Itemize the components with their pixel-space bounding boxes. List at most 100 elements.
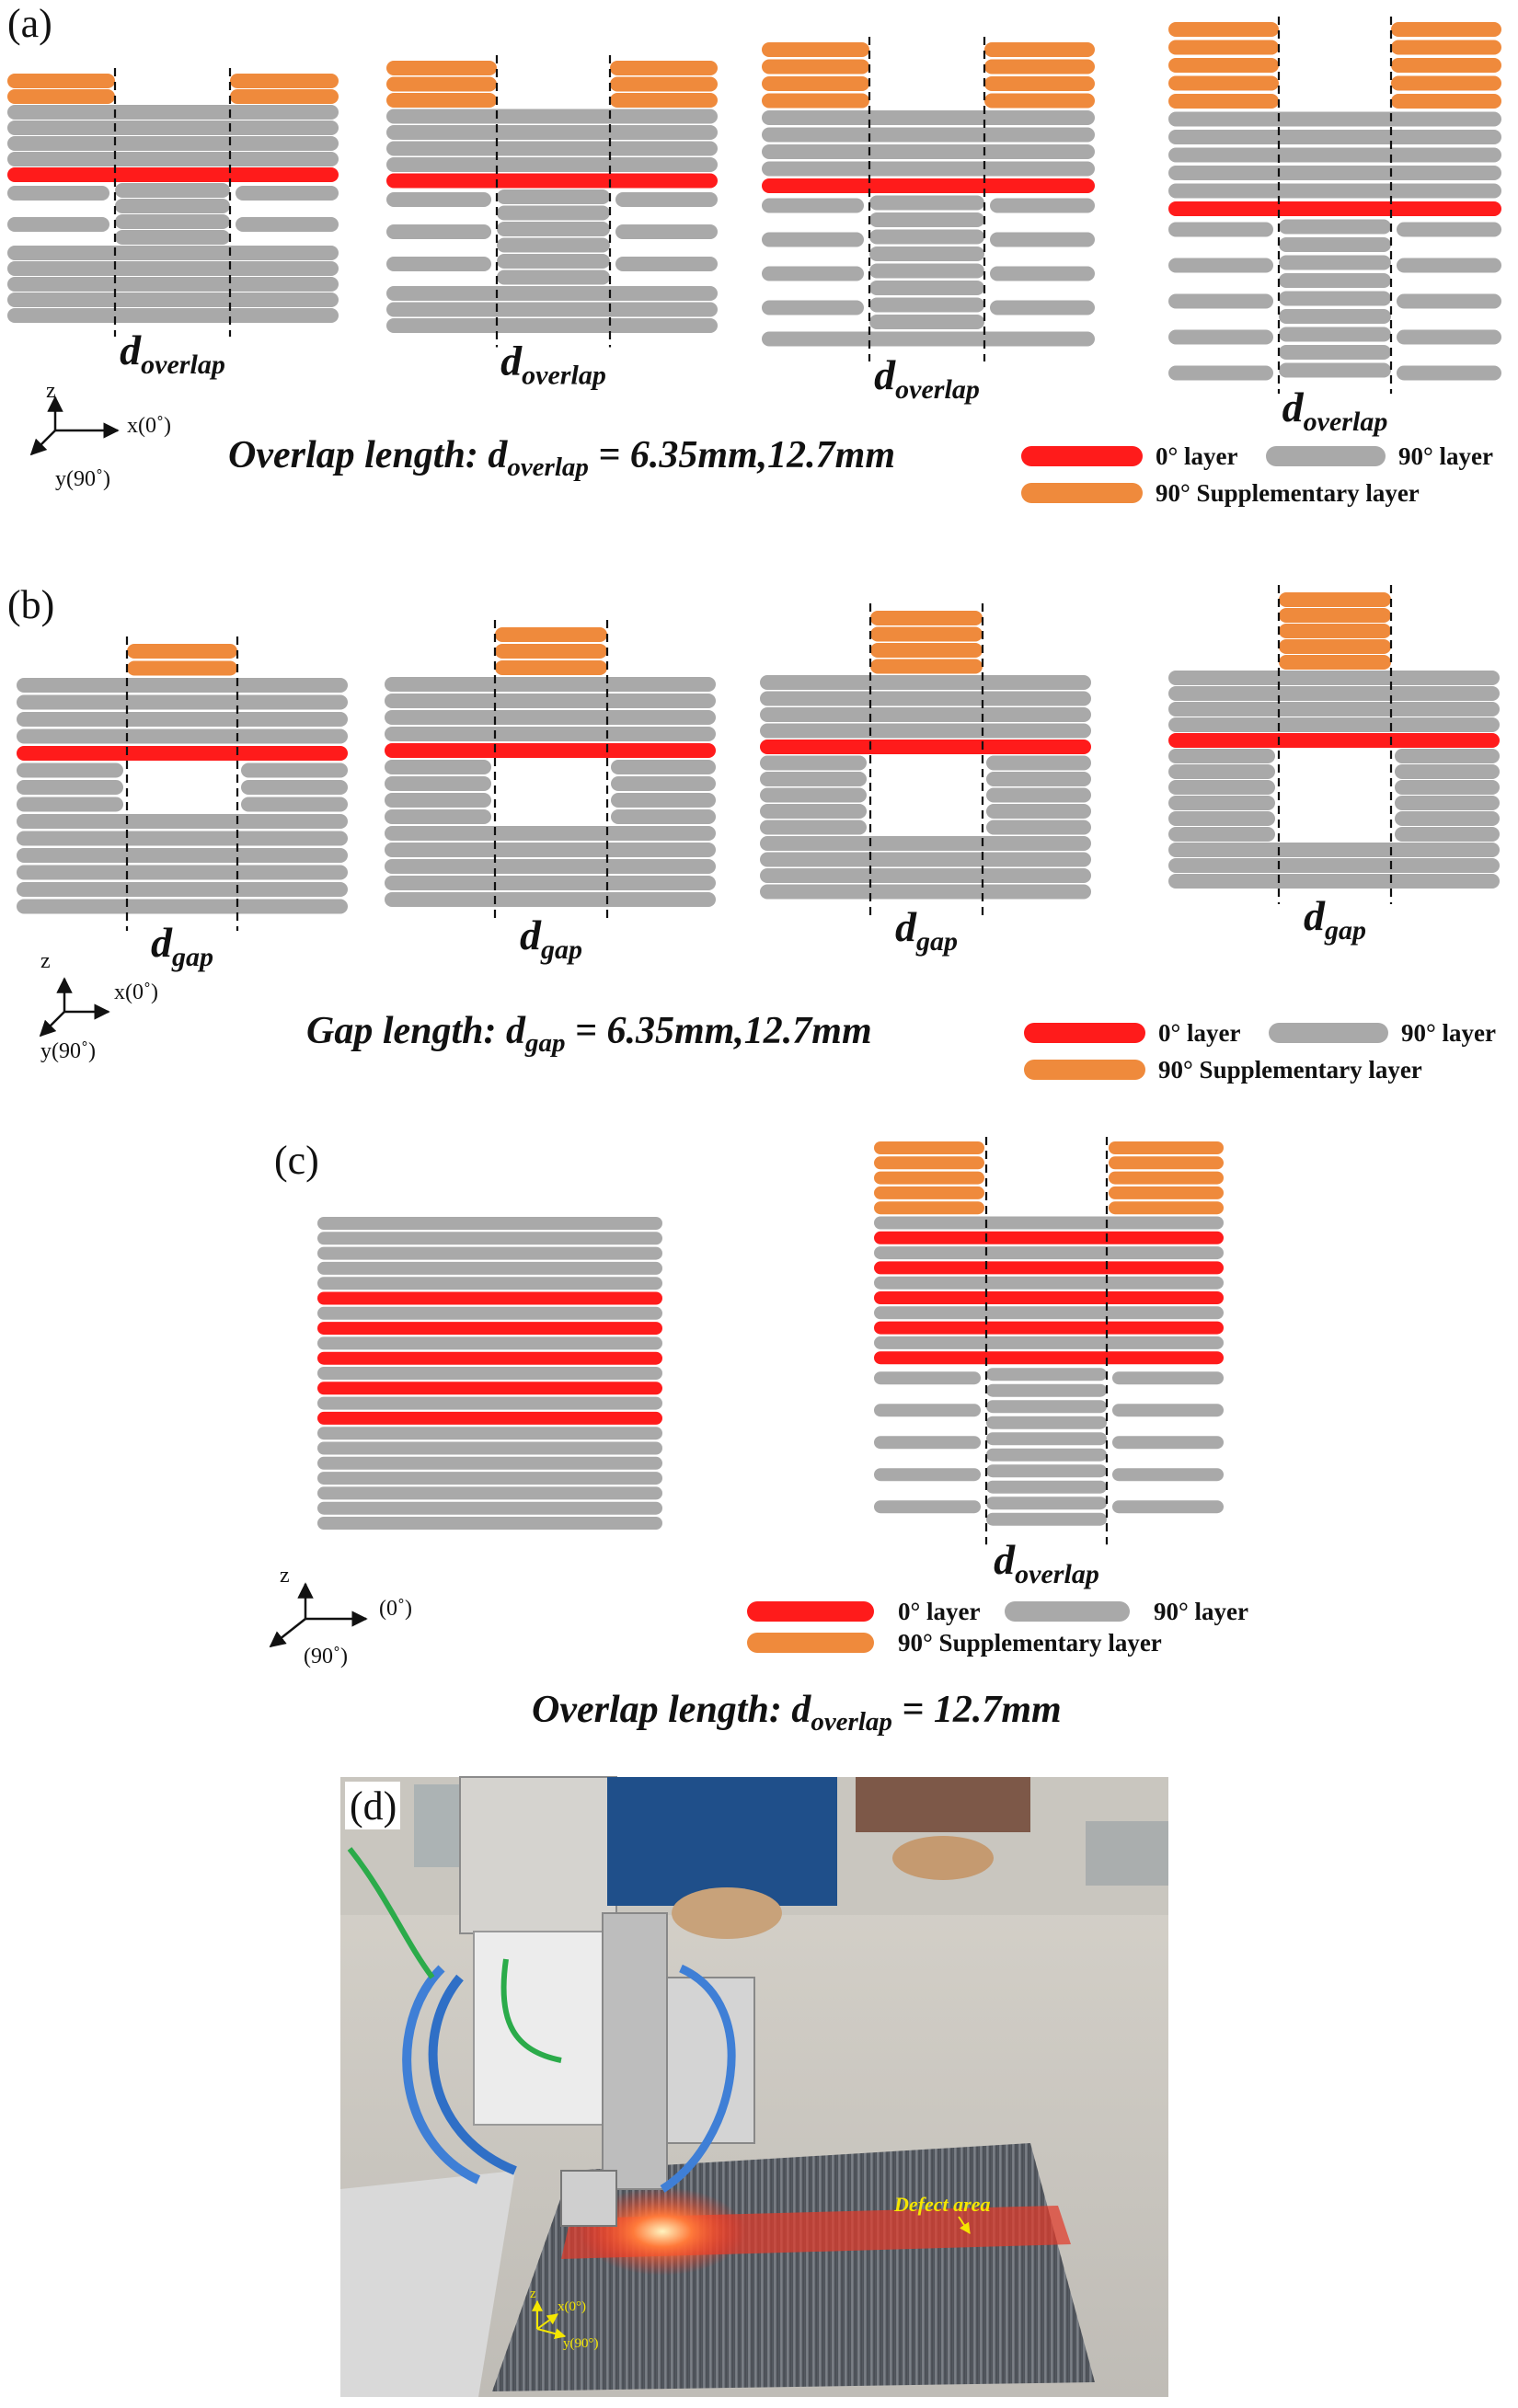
layer-90-ply bbox=[986, 1432, 1107, 1446]
layer-90-ply bbox=[1168, 258, 1273, 273]
background-equipment bbox=[1086, 1821, 1168, 1886]
cutter-module bbox=[666, 1977, 755, 2144]
axis-y-label: y(90˚) bbox=[40, 1039, 96, 1063]
layer-90-ply bbox=[497, 254, 610, 269]
region-length-symbol: d bbox=[520, 912, 542, 958]
region-length-symbol: d bbox=[1282, 384, 1305, 430]
axis-x-label: x(0˚) bbox=[127, 414, 171, 438]
layer-90-supplementary-ply bbox=[1168, 22, 1279, 37]
layer-90-supplementary-ply bbox=[386, 76, 497, 92]
layer-90-ply bbox=[1279, 255, 1391, 270]
layer-90-ply bbox=[1168, 858, 1500, 873]
layer-90-ply bbox=[1168, 780, 1275, 795]
layer-0-ply bbox=[317, 1351, 662, 1365]
layer-90-ply bbox=[317, 1306, 662, 1320]
layer-90-ply bbox=[990, 300, 1095, 315]
layer-90-supplementary-ply bbox=[874, 1156, 984, 1170]
layer-90-ply bbox=[1168, 166, 1501, 180]
region-length-subscript: overlap bbox=[141, 350, 225, 380]
region-length-label: doverlap bbox=[1282, 384, 1388, 437]
layer-90-ply bbox=[874, 1246, 1224, 1260]
layer-90-ply bbox=[317, 1367, 662, 1380]
layer-90-ply bbox=[17, 899, 348, 914]
layer-90-ply bbox=[317, 1486, 662, 1500]
layer-90-ply bbox=[1168, 147, 1501, 163]
label-background bbox=[345, 1782, 400, 1829]
layer-90-ply bbox=[874, 1216, 1224, 1230]
layer-90-ply bbox=[1112, 1404, 1224, 1417]
layer-90-supplementary-ply bbox=[874, 1171, 984, 1185]
layer-90-ply bbox=[17, 780, 123, 795]
layer-90-ply bbox=[611, 809, 716, 824]
region-length-subscript: gap bbox=[915, 926, 958, 957]
region-length-label: doverlap bbox=[120, 327, 225, 380]
layer-90-supplementary-ply bbox=[1109, 1156, 1224, 1170]
layer-90-ply bbox=[762, 232, 864, 247]
layer-90-supplementary-ply bbox=[870, 626, 983, 642]
legend-label-90-supplementary-layer: 90° Supplementary layer bbox=[898, 1629, 1162, 1657]
layer-90-ply bbox=[760, 820, 867, 835]
layer-90-ply bbox=[990, 266, 1095, 281]
layer-90-ply bbox=[869, 195, 984, 211]
placement-nozzle bbox=[560, 2170, 617, 2227]
region-length-subscript: gap bbox=[540, 935, 582, 965]
panel-c-axis-triad: z (0˚) (90˚) bbox=[269, 1564, 412, 1668]
layer-90-supplementary-ply bbox=[762, 93, 869, 109]
layer-90-ply bbox=[869, 212, 984, 227]
layer-90-ply bbox=[385, 694, 716, 708]
layer-90-ply bbox=[7, 277, 339, 292]
pneumatic-hose-3 bbox=[660, 1964, 736, 2193]
region-length-label: dgap bbox=[895, 903, 958, 957]
region-length-symbol: d bbox=[994, 1536, 1016, 1583]
caption-prefix: Gap length: bbox=[306, 1010, 506, 1052]
layer-90-supplementary-ply bbox=[7, 74, 115, 88]
panel-c-caption: Overlap length: doverlap = 12.7mm bbox=[532, 1689, 1062, 1737]
layer-90-ply bbox=[869, 281, 984, 295]
layer-90-supplementary-ply bbox=[1168, 75, 1279, 91]
region-length-label: doverlap bbox=[874, 351, 980, 405]
layer-90-ply bbox=[1279, 345, 1391, 360]
layer-90-ply bbox=[615, 192, 718, 207]
layer-0-ply bbox=[1168, 733, 1500, 748]
region-length-symbol: d bbox=[120, 327, 142, 373]
panel-c-stacks: doverlap bbox=[317, 1137, 1224, 1589]
layer-0-ply bbox=[874, 1321, 1224, 1335]
y-axis-arrow bbox=[269, 1618, 306, 1648]
layer-90-ply bbox=[760, 691, 1091, 706]
layer-90-supplementary-ply bbox=[984, 59, 1095, 75]
layer-0-ply bbox=[317, 1291, 662, 1305]
layer-90-ply bbox=[760, 723, 1091, 739]
layer-90-ply bbox=[990, 198, 1095, 213]
axis-z-label: z bbox=[46, 379, 56, 403]
layer-90-ply bbox=[241, 780, 348, 795]
layer-0-ply bbox=[874, 1291, 1224, 1304]
layer-90-ply bbox=[1168, 874, 1500, 889]
layer-90-ply bbox=[1168, 811, 1275, 826]
layer-90-ply bbox=[317, 1456, 662, 1470]
layer-90-ply bbox=[760, 755, 867, 771]
axis-y-label: (90˚) bbox=[304, 1645, 348, 1668]
layer-90-ply bbox=[986, 755, 1091, 771]
layer-90-ply bbox=[17, 848, 348, 863]
layer-90-ply bbox=[497, 269, 610, 285]
layer-90-ply bbox=[760, 884, 1091, 900]
layer-90-ply bbox=[1112, 1468, 1224, 1482]
layer-90-supplementary-ply bbox=[1109, 1186, 1224, 1199]
layer-90-ply bbox=[1397, 329, 1501, 345]
layer-90-ply bbox=[17, 882, 348, 897]
layer-90-supplementary-ply bbox=[762, 59, 869, 75]
layer-90-ply bbox=[7, 120, 339, 135]
layer-90-supplementary-ply bbox=[386, 61, 497, 75]
layer-90-ply bbox=[874, 1500, 981, 1514]
region-length-subscript: overlap bbox=[895, 374, 980, 405]
layer-90-ply bbox=[317, 1232, 662, 1245]
layer-0-ply bbox=[762, 178, 1095, 193]
layer-90-ply bbox=[611, 760, 716, 774]
layer-90-ply bbox=[17, 694, 348, 710]
legend-swatch-0-layer bbox=[747, 1601, 874, 1622]
head-upper-housing bbox=[459, 1776, 617, 1934]
layer-90-ply bbox=[1395, 749, 1500, 763]
